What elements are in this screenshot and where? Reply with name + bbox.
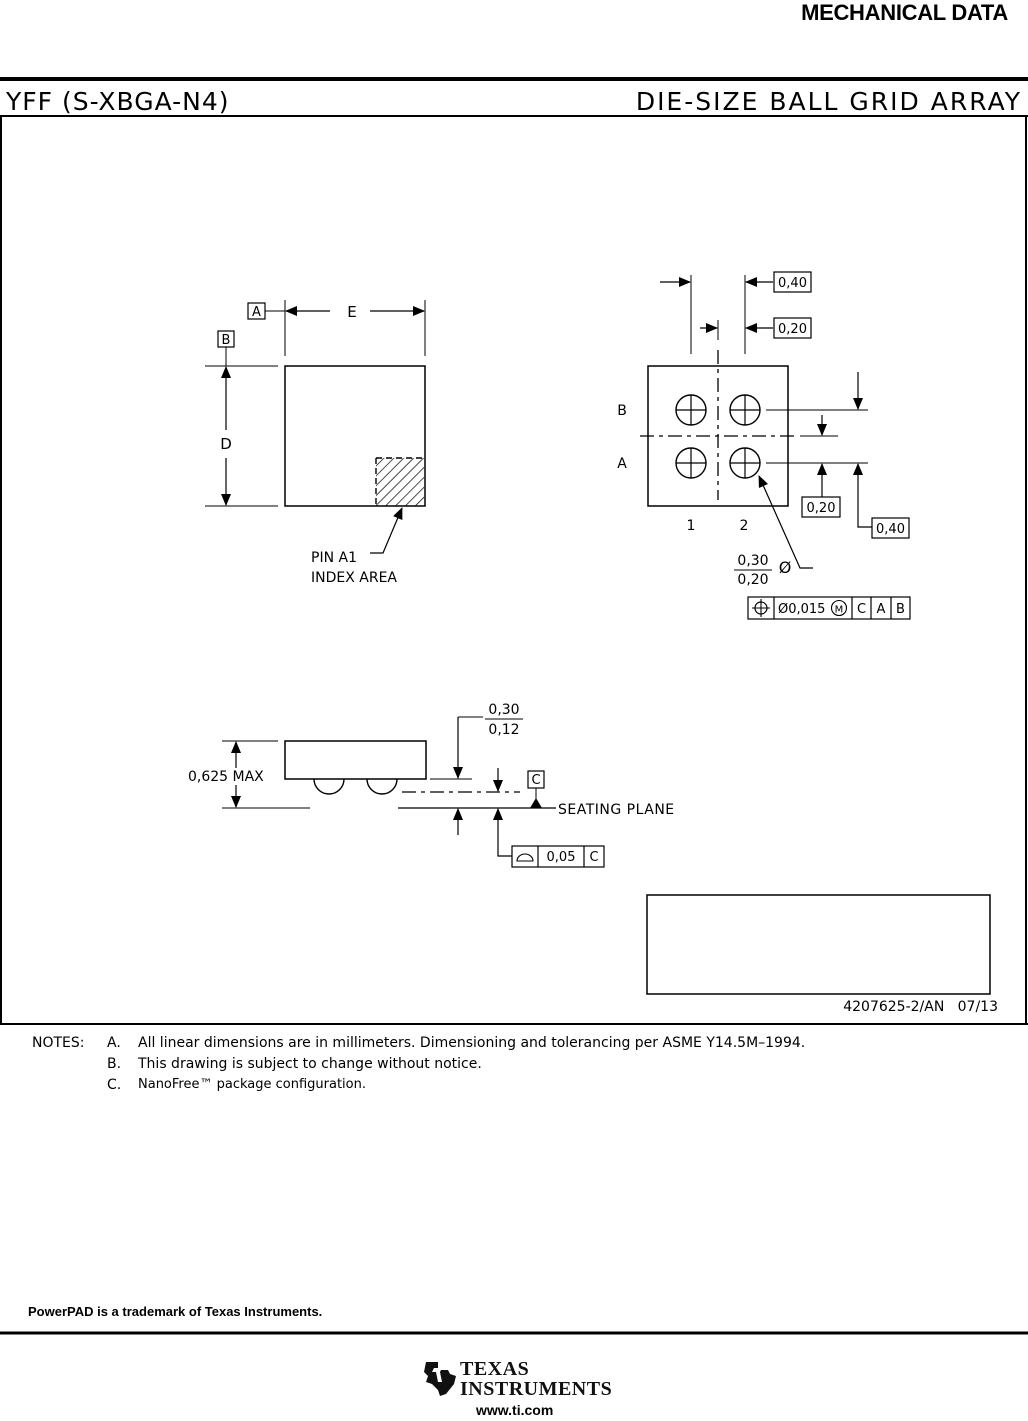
note-c-text: NanoFree™ package configuration. xyxy=(138,1077,366,1092)
ti-logo-line2: INSTRUMENTS xyxy=(460,1378,613,1400)
offset-top-value: 0,20 xyxy=(778,322,807,337)
datum-a-label: A xyxy=(252,305,261,320)
tolerance-datum-b: B xyxy=(896,602,905,617)
ball-view: B A 1 2 0,40 0,20 0,20 0,40 0,30 0,20 xyxy=(617,271,911,620)
standoff-min: 0,12 xyxy=(488,722,519,738)
ti-state-icon xyxy=(424,1362,456,1396)
position-symbol-icon xyxy=(752,599,770,617)
note-a-text: All linear dimensions are in millimeters… xyxy=(138,1035,806,1051)
note-b-text: This drawing is subject to change withou… xyxy=(138,1056,482,1072)
ball-dia-min: 0,20 xyxy=(737,572,768,588)
tolerance-modifier: M xyxy=(835,605,844,616)
side-body xyxy=(284,740,427,780)
ti-website: www.ti.com xyxy=(476,1402,554,1418)
ti-logo-line1: TEXAS xyxy=(460,1358,530,1380)
texas-instruments-logo: TEXAS INSTRUMENTS xyxy=(420,1358,620,1400)
ball-dia-max: 0,30 xyxy=(737,553,768,569)
side-ball-2 xyxy=(366,778,398,795)
offset-right-box xyxy=(801,496,841,518)
diameter-symbol: Ø xyxy=(779,558,792,577)
note-a-letter: A. xyxy=(107,1035,121,1051)
dimension-d-label: D xyxy=(220,435,232,453)
solder-ball-b2 xyxy=(729,394,761,426)
position-tolerance-frame: Ø0,015 M C A B xyxy=(747,596,911,620)
col-label-2: 2 xyxy=(740,518,749,534)
pitch-right-value: 0,40 xyxy=(876,522,905,537)
row-label-a: A xyxy=(617,456,627,472)
package-height-label: 0,625 MAX xyxy=(188,769,264,785)
pin-a1-label: PIN A1 xyxy=(311,550,357,566)
pitch-top-box xyxy=(773,271,812,293)
pitch-top-value: 0,40 xyxy=(778,276,807,291)
seating-plane-label: SEATING PLANE xyxy=(558,802,675,818)
side-view: 0,625 MAX 0,30 0,12 C SEATING PLANE 0,05… xyxy=(188,702,675,868)
col-label-1: 1 xyxy=(687,518,696,534)
package-outline xyxy=(284,365,426,507)
page-title: MECHANICAL DATA xyxy=(801,0,1008,25)
datum-b-label: B xyxy=(222,333,231,348)
tolerance-datum-c: C xyxy=(857,602,866,617)
side-ball-1 xyxy=(313,778,345,795)
pin-a1-label-2: INDEX AREA xyxy=(311,570,397,586)
mmc-modifier-icon xyxy=(830,599,848,617)
note-b-letter: B. xyxy=(107,1056,122,1072)
trademark-notice: PowerPAD is a trademark of Texas Instrum… xyxy=(28,1304,323,1319)
drawing-number: 4207625-2/AN 07/13 xyxy=(843,999,998,1015)
solder-ball-a2 xyxy=(729,447,761,479)
offset-top-box xyxy=(773,317,812,339)
row-label-b: B xyxy=(617,403,627,419)
top-view: E A D B PIN A1 INDEX AREA xyxy=(205,300,426,586)
solder-ball-a1 xyxy=(675,447,707,479)
title-block xyxy=(646,894,991,995)
offset-right-value: 0,20 xyxy=(807,501,836,516)
package-code: YFF (S-XBGA-N4) xyxy=(5,87,230,116)
coplanarity-frame: 0,05 C xyxy=(511,845,605,868)
pitch-right-box xyxy=(871,517,910,539)
note-c-letter: C. xyxy=(107,1077,122,1093)
package-name: DIE-SIZE BALL GRID ARRAY xyxy=(636,87,1022,116)
standoff-max: 0,30 xyxy=(488,702,519,718)
datum-c-label: C xyxy=(531,773,540,788)
pin-a1-index-area xyxy=(376,458,424,506)
tolerance-datum-a: A xyxy=(877,602,886,617)
dimension-e-label: E xyxy=(347,303,356,321)
tolerance-value: Ø0,015 xyxy=(778,602,825,617)
coplanarity-datum: C xyxy=(589,850,598,865)
profile-surface-icon xyxy=(516,853,534,862)
drawing-frame: YFF (S-XBGA-N4) DIE-SIZE BALL GRID ARRAY xyxy=(0,77,1028,1025)
coplanarity-value: 0,05 xyxy=(547,850,576,865)
solder-ball-b1 xyxy=(675,394,707,426)
notes-heading: NOTES: xyxy=(32,1035,85,1051)
